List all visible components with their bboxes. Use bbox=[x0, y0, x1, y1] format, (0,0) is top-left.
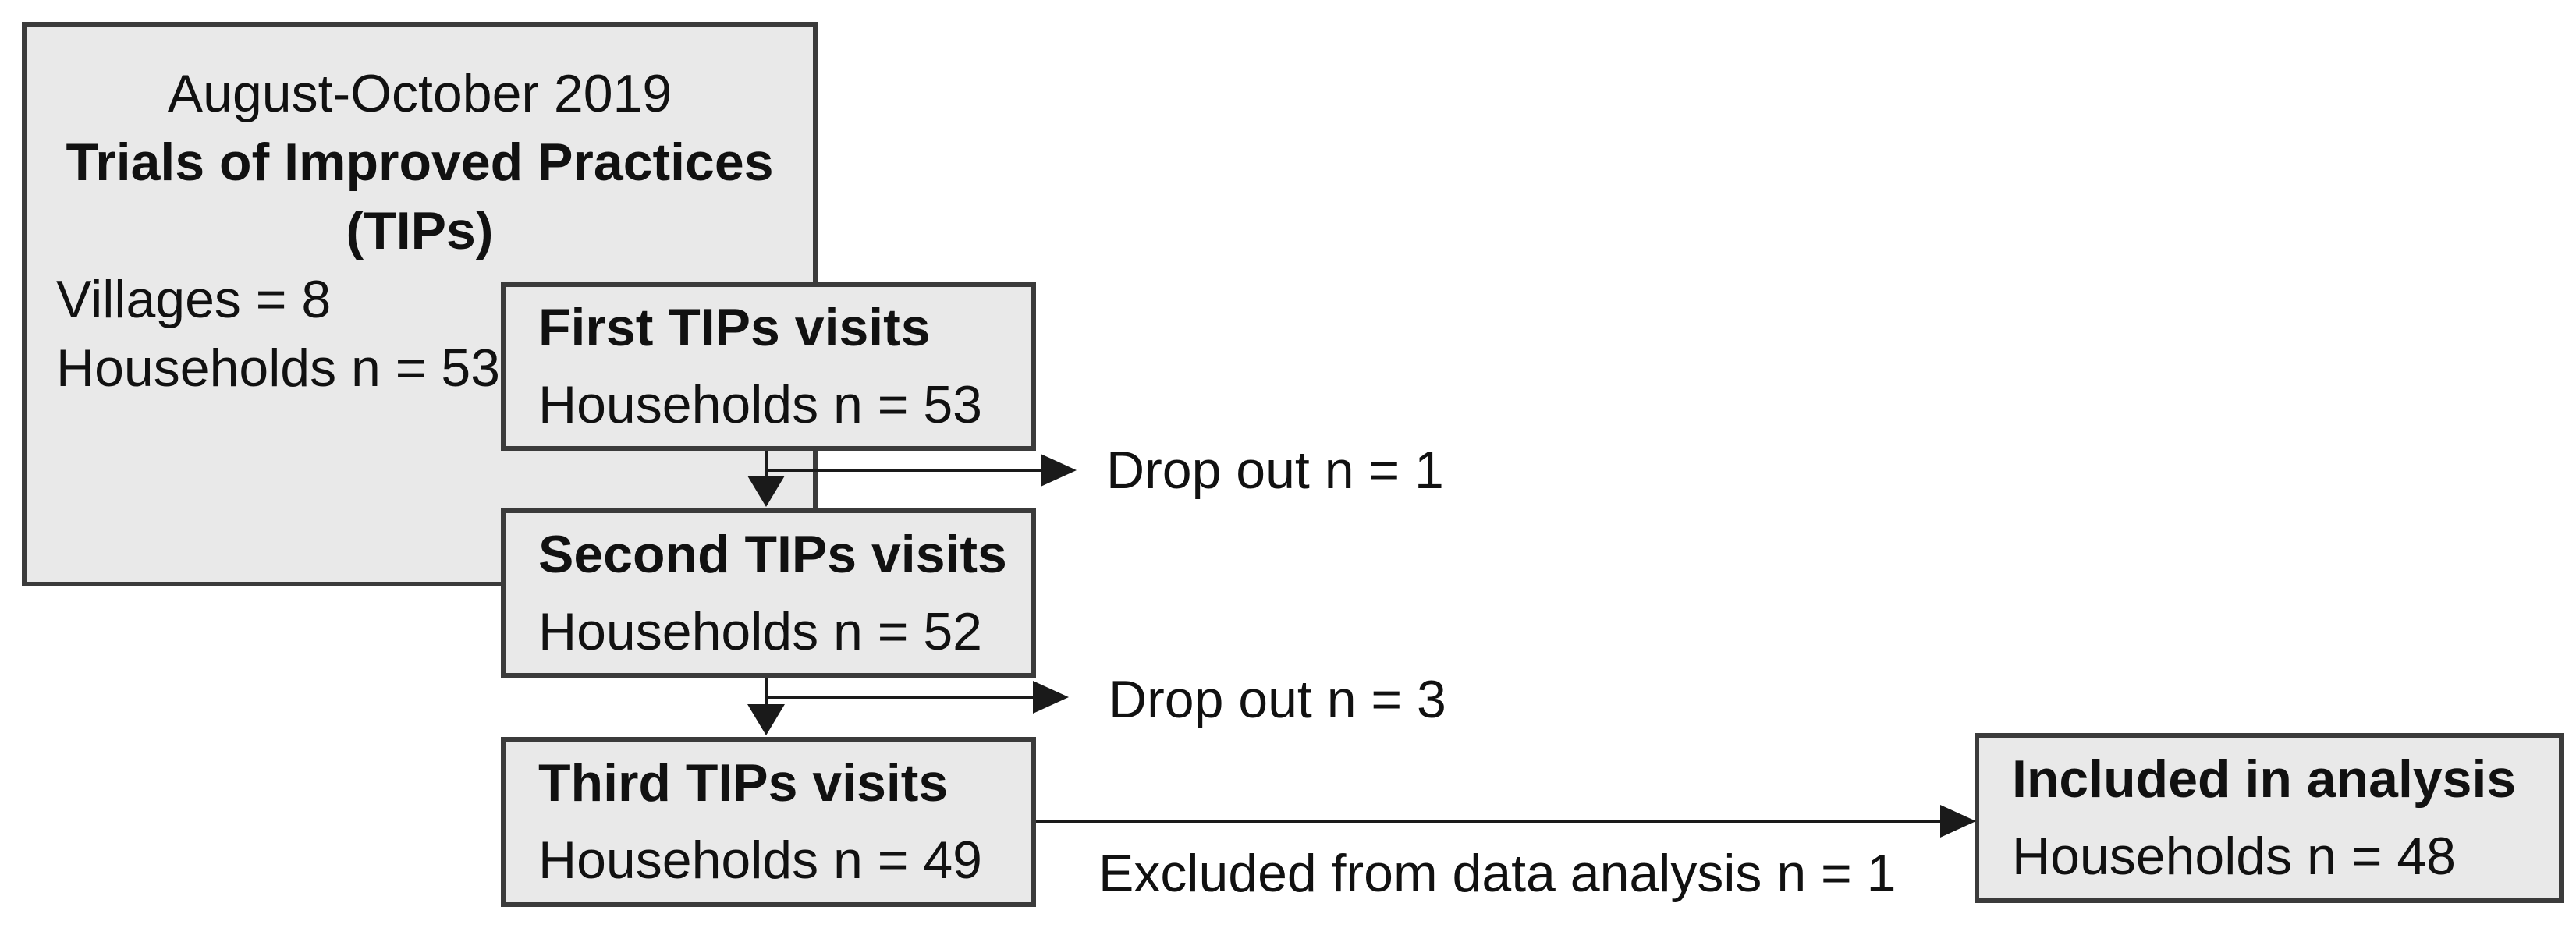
arrow-first-to-second-stem bbox=[765, 451, 768, 479]
included-box: Included in analysis Households n = 48 bbox=[1975, 733, 2564, 903]
dropout-2-arrow-line bbox=[766, 696, 1033, 699]
second-visit-households: Households n = 52 bbox=[538, 601, 982, 661]
third-visit-title: Third TIPs visits bbox=[538, 753, 949, 813]
arrow-down-icon bbox=[747, 704, 785, 735]
third-visit-households: Households n = 49 bbox=[538, 831, 982, 890]
arrow-third-to-included-line bbox=[1036, 820, 1940, 823]
first-visit-households: Households n = 53 bbox=[538, 375, 982, 434]
first-visit-title: First TIPs visits bbox=[538, 298, 931, 357]
arrow-right-icon bbox=[1940, 805, 1976, 838]
enrollment-title-line2: (TIPs) bbox=[346, 201, 494, 260]
arrow-down-icon bbox=[747, 476, 785, 507]
enrollment-households: Households n = 53 bbox=[56, 338, 500, 398]
excluded-label: Excluded from data analysis n = 1 bbox=[1098, 844, 1897, 903]
second-visit-box: Second TIPs visits Households n = 52 bbox=[501, 508, 1036, 678]
second-visit-title: Second TIPs visits bbox=[538, 524, 1007, 584]
enrollment-period: August-October 2019 bbox=[167, 64, 672, 123]
arrow-second-to-third-stem bbox=[765, 678, 768, 706]
enrollment-title-line1: Trials of Improved Practices bbox=[66, 133, 774, 192]
first-visit-box: First TIPs visits Households n = 53 bbox=[501, 282, 1036, 451]
dropout-1-label: Drop out n = 1 bbox=[1106, 441, 1444, 500]
dropout-1-arrow-line bbox=[766, 469, 1041, 472]
included-households: Households n = 48 bbox=[2012, 827, 2456, 886]
included-title: Included in analysis bbox=[2012, 749, 2517, 809]
third-visit-box: Third TIPs visits Households n = 49 bbox=[501, 737, 1036, 907]
dropout-2-label: Drop out n = 3 bbox=[1109, 670, 1446, 729]
arrow-right-icon bbox=[1033, 681, 1069, 714]
arrow-right-icon bbox=[1041, 454, 1077, 487]
enrollment-villages: Villages = 8 bbox=[56, 270, 332, 329]
